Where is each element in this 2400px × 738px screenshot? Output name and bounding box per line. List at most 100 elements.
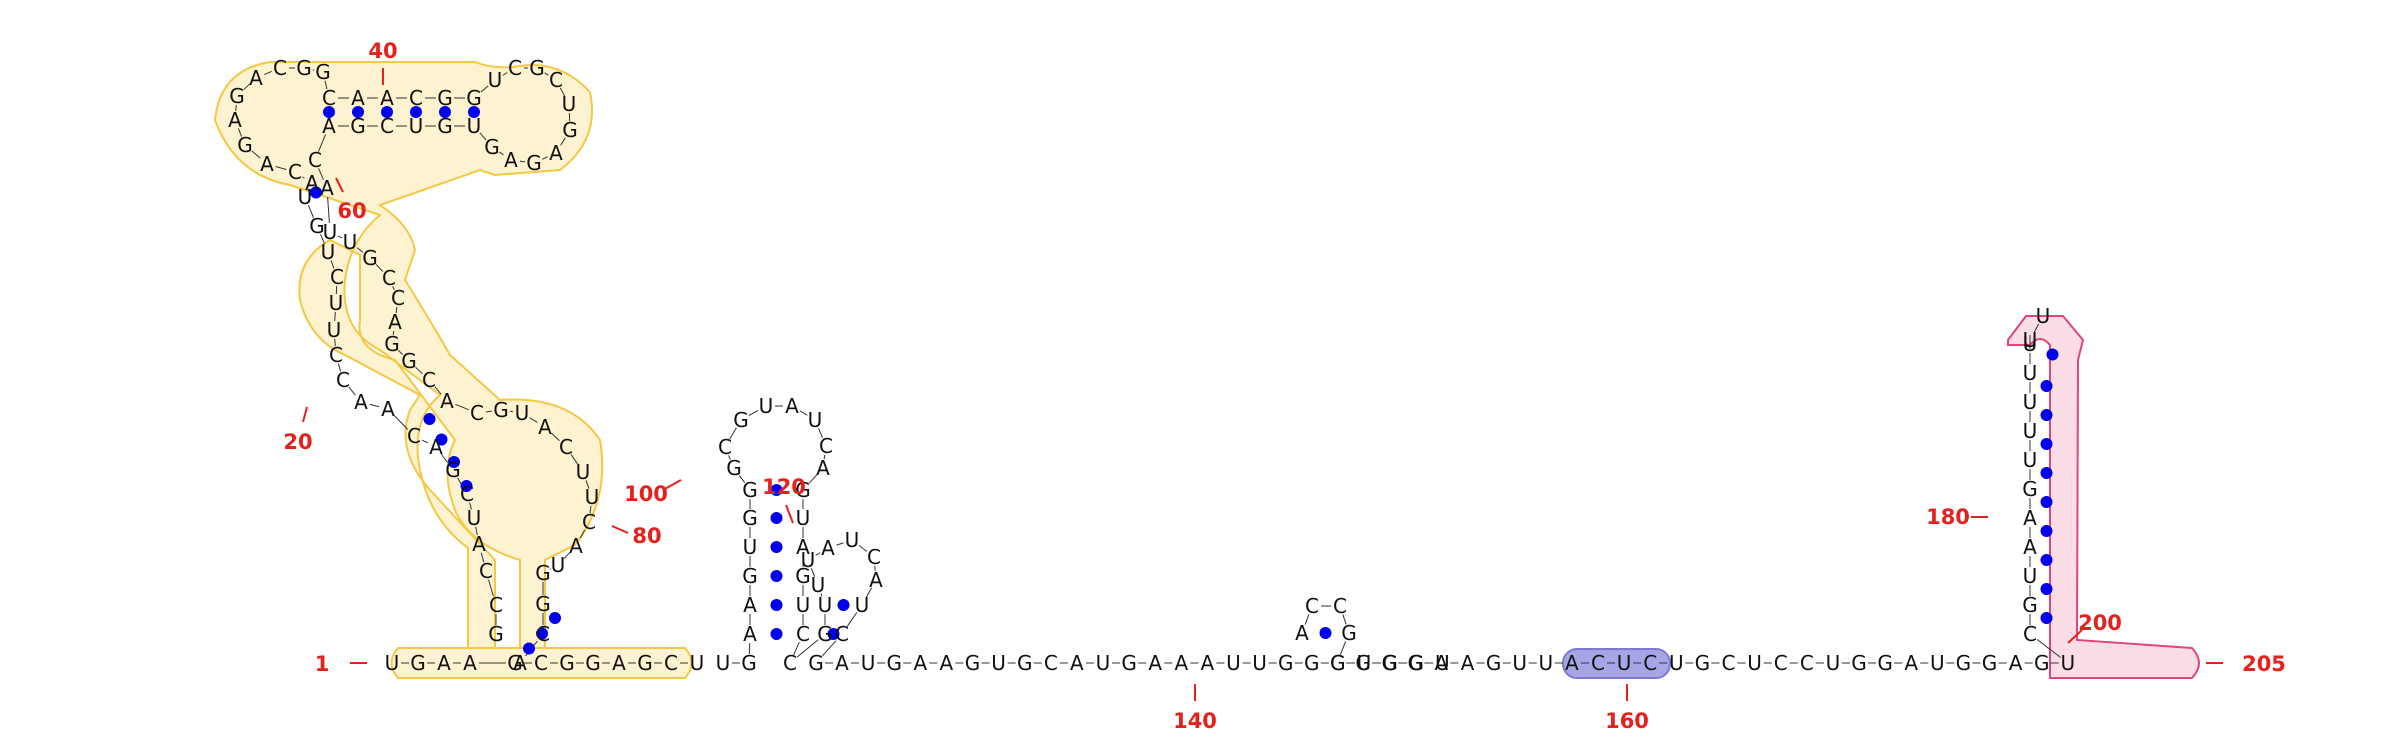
nucleotide: U — [2023, 390, 2038, 414]
nucleotide: C — [536, 622, 550, 646]
nucleotide: A — [538, 415, 552, 439]
highlight-region-blue — [1562, 648, 1671, 679]
backbone-segment — [846, 612, 858, 627]
nucleotide: G — [1355, 651, 1371, 675]
nucleotide: A — [380, 86, 394, 110]
base-pair-dot — [2040, 380, 2053, 392]
nucleotide: G — [742, 506, 758, 530]
nucleotide: C — [534, 651, 548, 675]
nucleotide: U — [818, 593, 833, 617]
backbone-segment — [307, 205, 315, 218]
backbone-segment — [820, 593, 823, 597]
base-pair-dot — [536, 627, 548, 640]
nucleotide: G — [1381, 651, 1397, 675]
base-pair-dot — [410, 106, 422, 118]
backbone-segment — [738, 474, 746, 484]
nucleotide: G — [795, 564, 811, 588]
nucleotide: U — [861, 651, 876, 675]
nucleotide: G — [742, 478, 758, 502]
position-label-20: 20 — [283, 430, 312, 454]
nucleotide: U — [2023, 419, 2038, 443]
backbone-segment — [320, 234, 325, 244]
nucleotide: U — [327, 318, 342, 342]
base-pair-dot — [448, 456, 460, 468]
base-pair-dot — [549, 612, 561, 624]
nucleotide: G — [1408, 651, 1424, 675]
nucleotide: A — [463, 651, 477, 675]
nucleotide: C — [273, 56, 287, 80]
backbone-segment — [415, 366, 423, 375]
backbone-segment — [455, 403, 469, 411]
nucleotide: U — [1930, 651, 1945, 675]
highlight-region-pink-terminator — [2007, 315, 2200, 679]
nucleotide: U — [1252, 651, 1267, 675]
nucleotide: G — [526, 151, 542, 175]
nucleotide: A — [322, 114, 336, 138]
nucleotide: A — [260, 152, 274, 176]
nucleotide: U — [329, 291, 344, 315]
nucleotide: G — [535, 592, 551, 616]
nucleotide: C — [382, 266, 396, 290]
tick-100 — [662, 479, 682, 491]
base-pair-dot — [523, 642, 535, 655]
highlight-regions — [213, 61, 2200, 679]
nucleotide: U — [409, 114, 424, 138]
nucleotide: C — [288, 160, 302, 184]
position-label-205: 205 — [2242, 652, 2286, 676]
tick-20 — [302, 406, 308, 423]
backbone-segment — [469, 502, 472, 510]
backbone-segment — [337, 363, 342, 372]
nucleotide: A — [320, 176, 334, 200]
nucleotide: C — [409, 86, 423, 110]
backbone-segment — [275, 165, 287, 171]
backbone-segment — [728, 455, 731, 460]
base-pair-dot — [827, 628, 840, 640]
backbone-segment — [392, 330, 395, 336]
backbone-segment — [421, 439, 429, 444]
nucleotide: G — [237, 133, 253, 157]
backbone-segment — [499, 151, 504, 156]
position-label-160: 160 — [1605, 709, 1649, 733]
base-pair-dot — [2040, 612, 2053, 624]
tick-120 — [785, 504, 794, 524]
nucleotide: U — [808, 408, 823, 432]
backbone-segment — [334, 311, 336, 322]
backbone-segment — [821, 640, 837, 657]
position-label-1: 1 — [315, 652, 330, 676]
nucleotide: U — [690, 651, 705, 675]
nucleotide: U — [385, 651, 400, 675]
nucleotide: G — [795, 478, 811, 502]
nucleotide: C — [308, 148, 322, 172]
backbone-segment — [480, 552, 485, 563]
nucleotide: G — [886, 651, 902, 675]
nucleotide: G — [1304, 651, 1320, 675]
nucleotide: C — [508, 56, 522, 80]
nucleotide: G — [1877, 651, 1893, 675]
nucleotide: U — [1357, 651, 1372, 675]
nucleotide: C — [1591, 651, 1605, 675]
nucleotide: G — [1382, 651, 1398, 675]
nucleotide: U — [796, 506, 811, 530]
backbone-segment — [529, 417, 538, 423]
nucleotide: U — [1669, 651, 1684, 675]
nucleotide: G — [309, 214, 325, 238]
backbone-segment — [307, 188, 310, 192]
backbone-segment — [589, 505, 592, 514]
nucleotide: U — [323, 220, 338, 244]
nucleotide: A — [796, 535, 810, 559]
base-pair-dot — [423, 413, 436, 425]
nucleotide: G — [2022, 593, 2038, 617]
backbone-segment — [818, 428, 823, 438]
backbone-segment — [398, 350, 403, 355]
nucleotide: G — [808, 651, 824, 675]
nucleotide: G — [1330, 651, 1346, 675]
nucleotide: C — [1722, 651, 1736, 675]
base-pair-dot — [352, 106, 364, 118]
backbone-segment — [318, 168, 324, 180]
nucleotide: U — [551, 553, 566, 577]
nucleotide: G — [1851, 651, 1867, 675]
backbone-segment — [302, 176, 305, 179]
nucleotide: G — [817, 622, 833, 646]
nucleotide: G — [637, 651, 653, 675]
